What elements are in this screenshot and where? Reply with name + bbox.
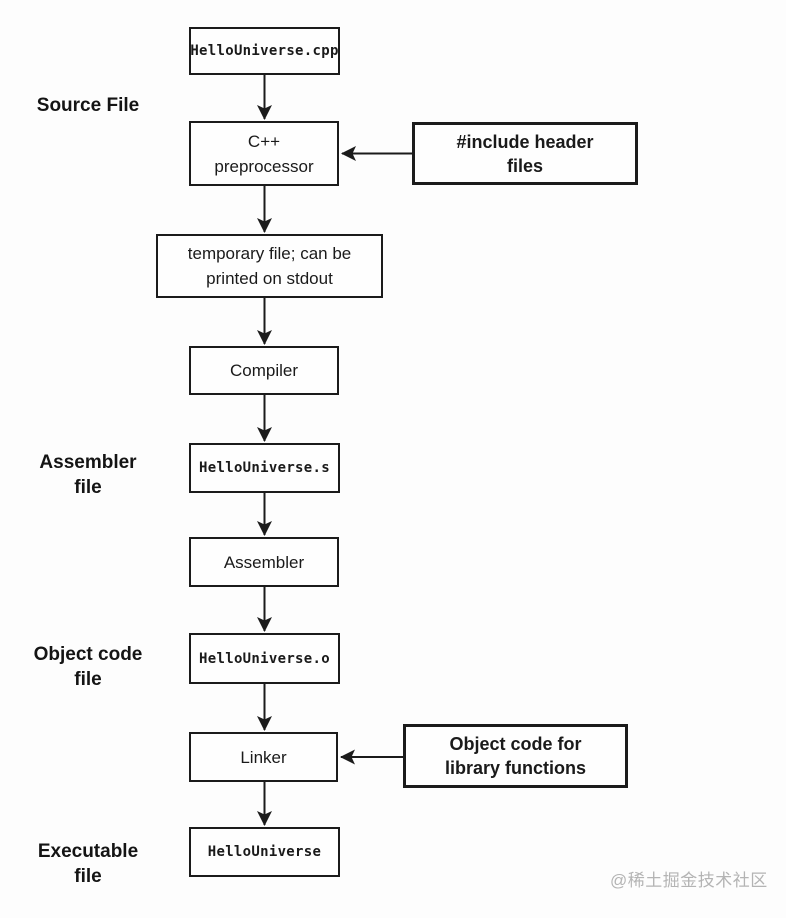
node-assembler-file: HelloUniverse.s <box>189 443 340 493</box>
node-preprocessor: C++ preprocessor <box>189 121 339 186</box>
node-linker: Linker <box>189 732 338 782</box>
note-library-object-code: Object code for library functions <box>403 724 628 788</box>
side-label-executable-file: Executable file <box>37 841 139 887</box>
node-temporary-file: temporary file; can be printed on stdout <box>156 234 383 298</box>
note-include-header-files: #include header files <box>412 122 638 185</box>
node-compiler: Compiler <box>189 346 339 395</box>
node-object-file: HelloUniverse.o <box>189 633 340 684</box>
side-label-assembler-file: Assembler file <box>39 452 137 498</box>
watermark-text: @稀土掘金技术社区 <box>610 871 768 890</box>
side-label-object-code-file: Object code file <box>33 644 143 690</box>
node-assembler: Assembler <box>189 537 339 587</box>
side-label-source-file: Source File <box>36 95 140 116</box>
node-executable: HelloUniverse <box>189 827 340 877</box>
node-source-file: HelloUniverse.cpp <box>189 27 340 75</box>
